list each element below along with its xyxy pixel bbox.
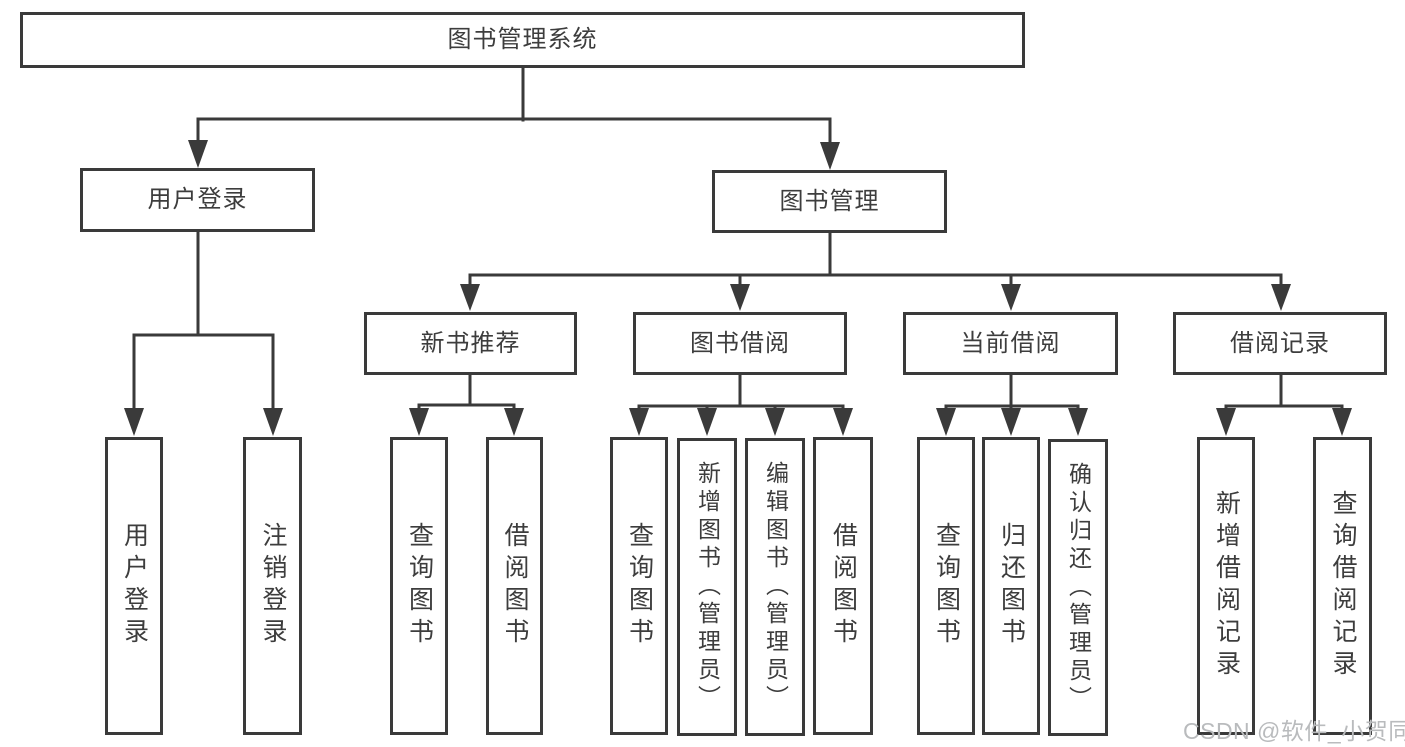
- csdn-watermark: CSDN @软件_小贺同学: [1183, 718, 1405, 744]
- leaf-recommend-borrow-books-label: 借阅图书: [501, 522, 529, 650]
- leaf-return-books-label: 归还图书: [997, 522, 1026, 650]
- leaf-logout: 注销登录: [243, 437, 302, 735]
- leaf-edit-books-admin: 编辑图书（管理员）: [745, 438, 805, 736]
- node-borrow-records: 借阅记录: [1173, 312, 1387, 375]
- node-user-login-label: 用户登录: [147, 186, 248, 213]
- arrowhead-g3-1: [629, 408, 649, 436]
- node-root: 图书管理系统: [20, 12, 1025, 68]
- arrowhead-g1-2: [263, 408, 283, 436]
- leaf-add-books-admin-label: 新增图书（管理员）: [694, 461, 721, 713]
- node-book-management-label: 图书管理: [779, 187, 880, 215]
- leaf-borrow-query-books-label: 查询图书: [625, 522, 654, 650]
- leaf-current-query-books: 查询图书: [917, 437, 975, 735]
- node-current-borrow: 当前借阅: [903, 312, 1118, 375]
- leaf-logout-label: 注销登录: [259, 522, 287, 650]
- arrowhead-g2-1: [409, 408, 429, 436]
- leaf-recommend-query-books-label: 查询图书: [405, 522, 434, 650]
- leaf-add-borrow-record-label: 新增借阅记录: [1212, 490, 1241, 682]
- leaf-current-query-books-label: 查询图书: [932, 522, 961, 650]
- leaf-recommend-query-books: 查询图书: [390, 437, 448, 735]
- arrowhead-user-login: [188, 140, 208, 168]
- leaf-borrow-books: 借阅图书: [813, 437, 873, 735]
- leaf-query-borrow-record: 查询借阅记录: [1313, 437, 1372, 735]
- arrowhead-current-borrow: [1001, 284, 1021, 311]
- node-user-login: 用户登录: [80, 168, 315, 232]
- arrowhead-g5-2: [1332, 408, 1352, 436]
- node-new-book-recommend-label: 新书推荐: [420, 329, 521, 357]
- leaf-user-login-label: 用户登录: [120, 522, 149, 650]
- node-new-book-recommend: 新书推荐: [364, 312, 577, 375]
- node-book-borrow-label: 图书借阅: [690, 329, 790, 357]
- arrowhead-g3-2: [697, 408, 717, 436]
- arrowhead-book-management: [820, 142, 840, 170]
- node-root-label: 图书管理系统: [447, 26, 598, 53]
- node-book-management: 图书管理: [712, 170, 947, 233]
- leaf-return-books: 归还图书: [982, 437, 1040, 735]
- arrowhead-g5-1: [1216, 408, 1236, 436]
- arrowhead-g4-2: [1001, 408, 1021, 436]
- leaf-add-borrow-record: 新增借阅记录: [1197, 437, 1255, 735]
- leaf-user-login: 用户登录: [105, 437, 163, 735]
- arrowhead-g1-1: [124, 408, 144, 436]
- node-book-borrow: 图书借阅: [633, 312, 847, 375]
- node-current-borrow-label: 当前借阅: [960, 329, 1061, 357]
- leaf-borrow-query-books: 查询图书: [610, 437, 668, 735]
- leaf-recommend-borrow-books: 借阅图书: [486, 437, 543, 735]
- arrowhead-borrow-records: [1271, 284, 1291, 311]
- arrowhead-g3-3: [765, 408, 785, 436]
- arrowhead-g4-3: [1068, 408, 1088, 436]
- arrowhead-new-book-recommend: [460, 284, 480, 311]
- arrowhead-book-borrow: [730, 284, 750, 311]
- leaf-confirm-return-admin-label: 确认归还（管理员）: [1065, 461, 1092, 714]
- leaf-query-borrow-record-label: 查询借阅记录: [1329, 490, 1357, 682]
- leaf-edit-books-admin-label: 编辑图书（管理员）: [762, 461, 789, 713]
- leaf-add-books-admin: 新增图书（管理员）: [677, 438, 737, 736]
- leaf-confirm-return-admin: 确认归还（管理员）: [1048, 439, 1108, 736]
- arrowhead-g3-4: [833, 408, 853, 436]
- node-borrow-records-label: 借阅记录: [1230, 329, 1330, 357]
- leaf-borrow-books-label: 借阅图书: [829, 522, 858, 650]
- arrowhead-g4-1: [936, 408, 956, 436]
- arrowhead-g2-2: [504, 408, 524, 436]
